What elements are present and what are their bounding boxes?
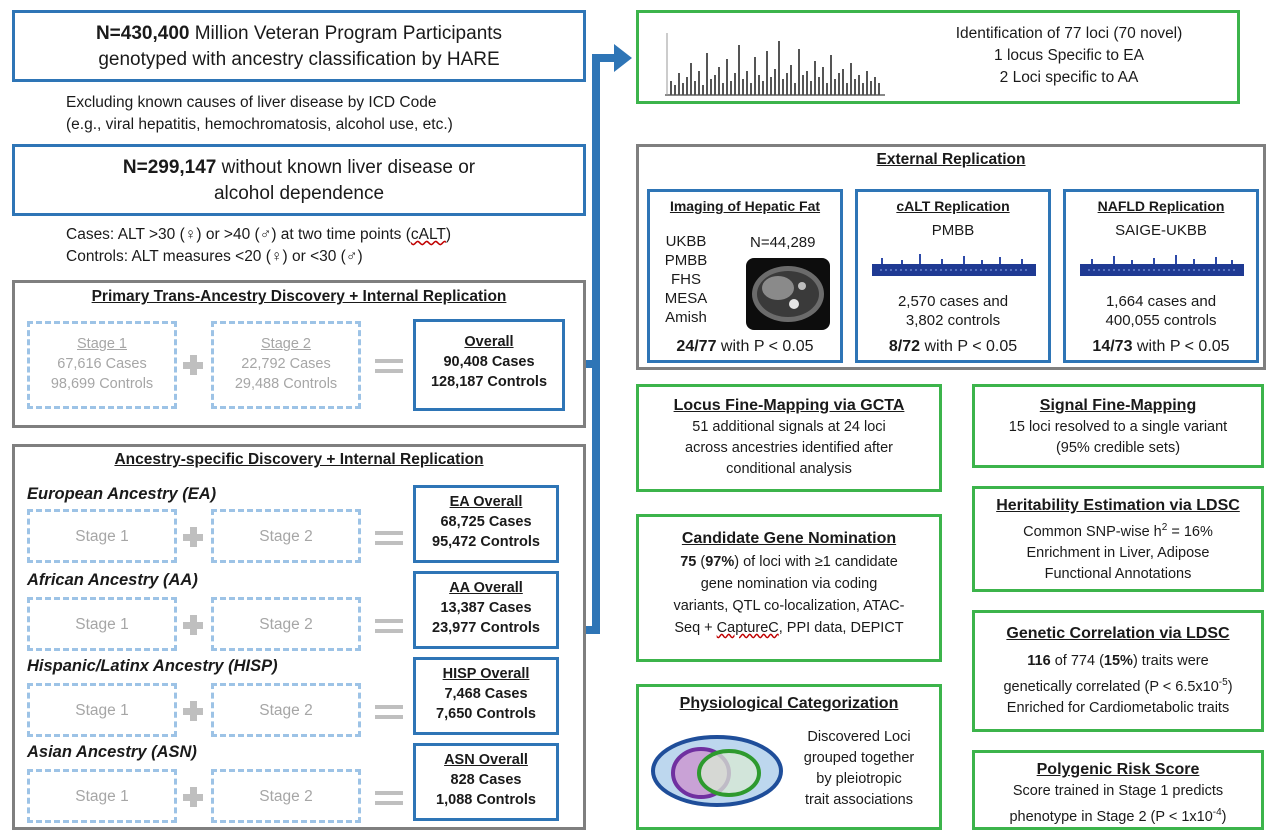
primary-panel-title: Primary Trans-Ancestry Discovery + Inter…	[91, 288, 507, 305]
aa-stage2-box: Stage 2	[211, 597, 361, 651]
top-participants-box: N=430,400 Million Veteran Program Partic…	[12, 10, 586, 82]
loci-count-text: Identification of 77 loci (70 novel)	[955, 25, 1183, 42]
hisp-stage2-box: Stage 2	[211, 683, 361, 737]
signal-fine-mapping-box: Signal Fine-Mapping 15 loci resolved to …	[972, 384, 1264, 468]
calt-replication-box: cALT Replication PMBB 2,570 cases and 3,…	[855, 189, 1051, 363]
manhattan-plot-thumbnail	[872, 254, 1036, 276]
ancestry-label-hisp: Hispanic/Latinx Ancestry (HISP)	[27, 657, 278, 675]
ancestry-label-aa: African Ancestry (AA)	[27, 571, 198, 589]
equals-icon	[375, 359, 403, 373]
manhattan-plot-thumbnail	[665, 33, 885, 96]
loci-identification-box: Identification of 77 loci (70 novel) 1 l…	[636, 10, 1240, 104]
primary-overall-box: Overall 90,408 Cases 128,187 Controls	[413, 319, 565, 411]
asn-stage2-box: Stage 2	[211, 769, 361, 823]
imaging-hepatic-fat-box: Imaging of Hepatic Fat UKBB PMBB FHS MES…	[647, 189, 843, 363]
physiological-categorization-box: Physiological Categorization Discovered …	[636, 684, 942, 830]
asn-overall-box: ASN Overall 828 Cases 1,088 Controls	[413, 743, 559, 821]
polygenic-risk-score-box: Polygenic Risk Score Score trained in St…	[972, 750, 1264, 830]
ct-scan-image	[746, 258, 830, 330]
equals-icon	[375, 705, 403, 719]
plus-icon	[183, 527, 203, 547]
asn-stage1-box: Stage 1	[27, 769, 177, 823]
hisp-stage1-box: Stage 1	[27, 683, 177, 737]
plus-icon	[183, 615, 203, 635]
locus-fine-mapping-box: Locus Fine-Mapping via GCTA 51 additiona…	[636, 384, 942, 492]
case-control-criteria: Cases: ALT >30 (♀) or >40 (♂) at two tim…	[66, 226, 452, 265]
ancestry-panel-title: Ancestry-specific Discovery + Internal R…	[114, 451, 484, 468]
heritability-box: Heritability Estimation via LDSC Common …	[972, 486, 1264, 592]
participants-count: N=430,400	[95, 23, 190, 44]
ancestry-label-asn: Asian Ancestry (ASN)	[27, 743, 197, 761]
plus-icon	[183, 701, 203, 721]
primary-discovery-panel: Primary Trans-Ancestry Discovery + Inter…	[12, 280, 586, 428]
filtered-participants-box: N=299,147 without known liver disease or…	[12, 144, 586, 216]
equals-icon	[375, 531, 403, 545]
hisp-overall-box: HISP Overall 7,468 Cases 7,650 Controls	[413, 657, 559, 735]
primary-stage2-box: Stage 2 22,792 Cases 29,488 Controls	[211, 321, 361, 409]
external-replication-title: External Replication	[876, 151, 1026, 168]
ea-overall-box: EA Overall 68,725 Cases 95,472 Controls	[413, 485, 559, 563]
venn-diagram-icon	[651, 735, 783, 807]
plus-icon	[183, 355, 203, 375]
exclusion-text: Excluding known causes of liver disease …	[66, 94, 453, 133]
primary-stage1-box: Stage 1 67,616 Cases 98,699 Controls	[27, 321, 177, 409]
aa-overall-box: AA Overall 13,387 Cases 23,977 Controls	[413, 571, 559, 649]
equals-icon	[375, 791, 403, 805]
equals-icon	[375, 619, 403, 633]
candidate-gene-box: Candidate Gene Nomination 75 (97%) of lo…	[636, 514, 942, 662]
plus-icon	[183, 787, 203, 807]
genetic-correlation-box: Genetic Correlation via LDSC 116 of 774 …	[972, 610, 1264, 732]
nafld-replication-box: NAFLD Replication SAIGE-UKBB 1,664 cases…	[1063, 189, 1259, 363]
ancestry-discovery-panel: Ancestry-specific Discovery + Internal R…	[12, 444, 586, 830]
manhattan-plot-thumbnail	[1080, 255, 1244, 276]
ea-stage1-box: Stage 1	[27, 509, 177, 563]
ancestry-label-ea: European Ancestry (EA)	[27, 485, 217, 503]
connector-arrow-icon	[586, 44, 632, 634]
external-replication-panel: External Replication Imaging of Hepatic …	[636, 144, 1266, 370]
ea-stage2-box: Stage 2	[211, 509, 361, 563]
aa-stage1-box: Stage 1	[27, 597, 177, 651]
